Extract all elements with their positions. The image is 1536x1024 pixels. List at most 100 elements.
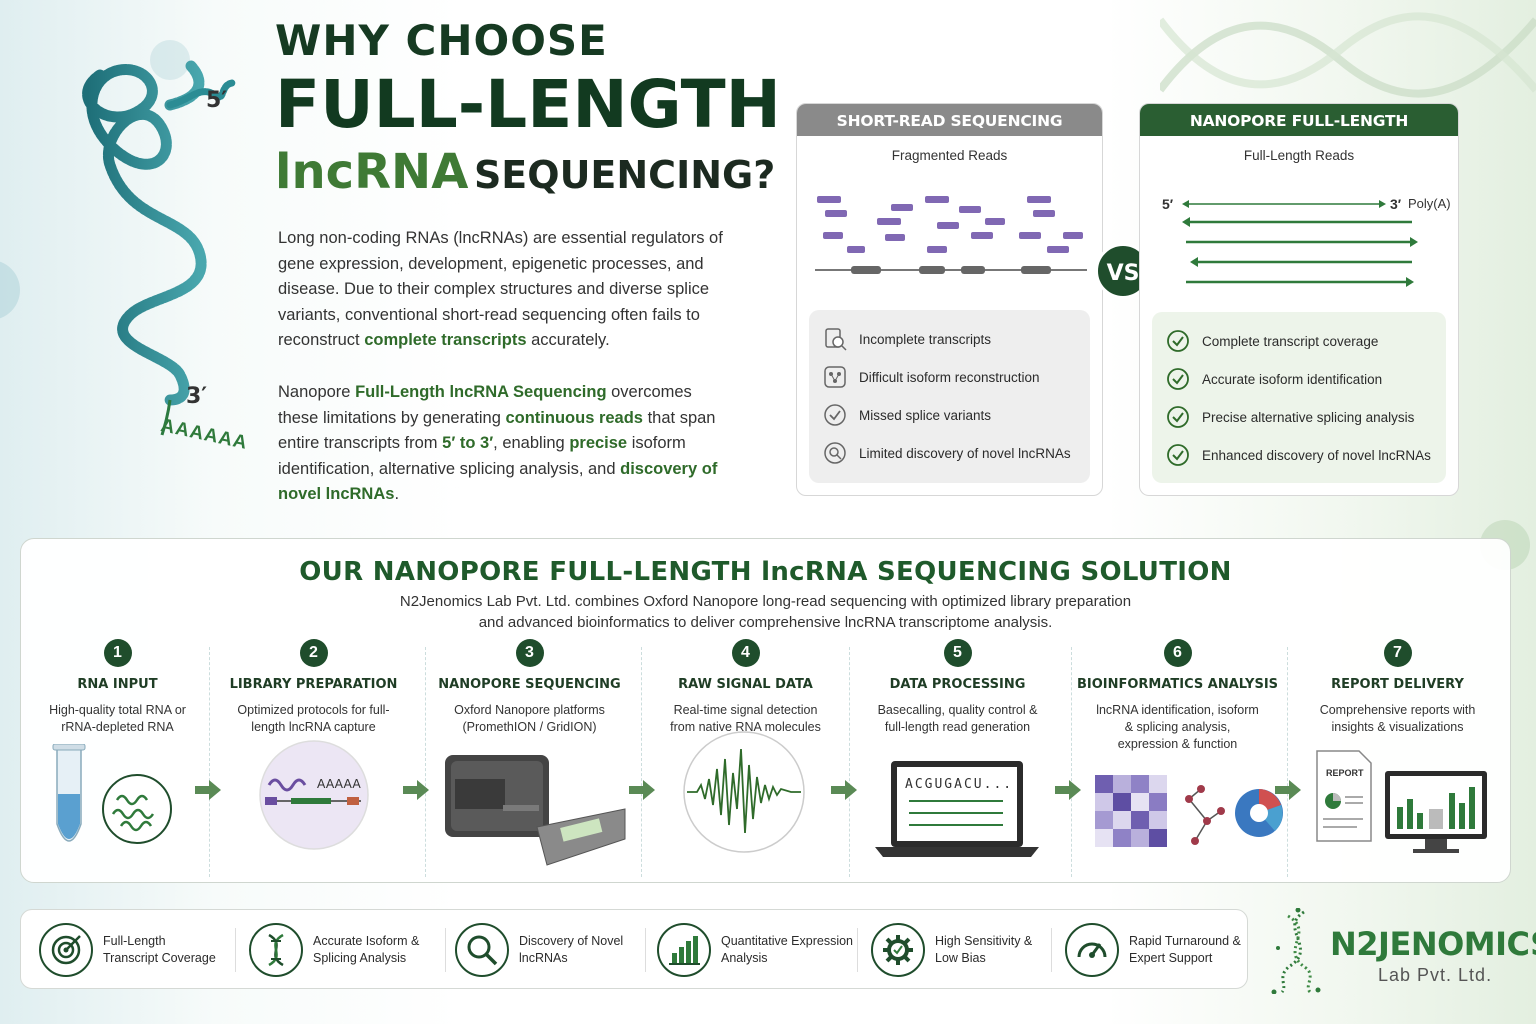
laptop-screen-sequence: ACGUGACU...	[905, 777, 1014, 792]
list-item: Enhanced discovery of novel lncRNAs	[1166, 436, 1432, 474]
magnifier-document-icon	[825, 328, 847, 351]
list-item-label: Precise alternative splicing analysis	[1202, 409, 1415, 425]
feature-label: Quantitative Expression Analysis	[721, 934, 854, 965]
feature-item: Full-Length Transcript Coverage	[39, 923, 216, 977]
step-divider	[425, 647, 426, 877]
feature-divider	[235, 928, 236, 972]
gear-check-icon	[883, 935, 913, 965]
intro-highlight: discovery of novel lncRNAs	[278, 459, 718, 504]
step-number: 1	[103, 639, 132, 667]
step-description: lncRNA identification, isoform & splicin…	[1096, 703, 1259, 751]
step-title: REPORT DELIVERY	[1331, 677, 1464, 692]
target-icon	[51, 935, 81, 965]
fragmented-reads-graphic	[815, 196, 1087, 274]
report-label: REPORT	[1326, 768, 1364, 778]
arrow-right-icon	[831, 780, 857, 800]
intro-text: accurately.	[526, 331, 610, 349]
step-title: RNA INPUT	[77, 677, 158, 692]
brand-subtitle: Lab Pvt. Ltd.	[1378, 965, 1493, 985]
intro-highlight: 5′ to 3′	[442, 434, 494, 452]
feature-item: High Sensitivity & Low Bias	[871, 923, 1032, 977]
feature-item: Rapid Turnaround & Expert Support	[1065, 923, 1241, 977]
hero-title: WHY CHOOSE FULL-LENGTH lncRNA SEQUENCING…	[275, 16, 795, 197]
solution-section: OUR NANOPORE FULL-LENGTH lncRNA SEQUENCI…	[20, 538, 1511, 883]
short-read-limitations-list: Incomplete transcripts Difficult isoform…	[809, 310, 1090, 483]
step-description: Oxford Nanopore platforms (PromethION / …	[454, 703, 605, 734]
intro-text: overcomes these limitations by generatin…	[278, 383, 692, 427]
list-item-label: Enhanced discovery of novel lncRNAs	[1202, 447, 1431, 463]
feature-label: Accurate Isoform & Splicing Analysis	[313, 934, 420, 965]
label-5-prime: 5′	[206, 88, 228, 113]
intro-text: , enabling	[493, 434, 570, 452]
feature-label: Full-Length Transcript Coverage	[103, 934, 216, 965]
feature-label: Rapid Turnaround & Expert Support	[1129, 934, 1241, 965]
workflow-step-7: 7 REPORT DELIVERY Comprehensive reports …	[1295, 639, 1500, 736]
workflow-step-3: 3 NANOPORE SEQUENCING Oxford Nanopore pl…	[427, 639, 632, 736]
feature-divider	[645, 928, 646, 972]
discovery-icon	[824, 442, 846, 464]
solution-desc-line: and advanced bioinformatics to deliver c…	[478, 614, 1053, 631]
feature-item: Quantitative Expression Analysis	[657, 923, 853, 977]
check-circle-icon	[1167, 444, 1189, 466]
step-divider	[1071, 647, 1072, 877]
feature-label: Discovery of Novel lncRNAs	[519, 934, 624, 965]
short-read-subtitle: Fragmented Reads	[891, 148, 1008, 163]
search-icon	[467, 935, 498, 966]
speedometer-icon	[1077, 942, 1107, 958]
intro-text: Nanopore	[278, 383, 356, 401]
list-item: Missed splice variants	[823, 396, 1076, 434]
bar-chart-icon	[669, 936, 700, 965]
check-circle-icon	[824, 404, 846, 426]
intro-highlight: complete transcripts	[364, 331, 527, 349]
step-title: BIOINFORMATICS ANALYSIS	[1076, 677, 1279, 692]
solution-title: OUR NANOPORE FULL-LENGTH lncRNA SEQUENCI…	[299, 557, 1232, 587]
feature-divider	[445, 928, 446, 972]
title-lncrna: lncRNA	[275, 144, 469, 200]
arrow-right-icon	[1275, 780, 1301, 800]
step-title: RAW SIGNAL DATA	[678, 677, 813, 692]
short-read-panel: SHORT-READ SEQUENCING Fragmented Reads I…	[796, 103, 1103, 496]
full-length-reads-graphic	[1182, 200, 1418, 287]
intro-text: .	[394, 485, 400, 503]
step-number: 2	[299, 639, 328, 667]
arrow-right-icon	[629, 780, 655, 800]
feature-divider	[857, 928, 858, 972]
step-number: 3	[515, 639, 544, 667]
step-description: Basecalling, quality control & full-leng…	[877, 703, 1038, 734]
title-sequencing: SEQUENCING?	[473, 153, 776, 197]
workflow-step-4: 4 RAW SIGNAL DATA Real-time signal detec…	[643, 639, 848, 736]
list-item-label: Missed splice variants	[859, 407, 992, 423]
intro-text: Long non-coding RNAs (lncRNAs) are essen…	[278, 229, 723, 349]
features-bar: Full-Length Transcript Coverage Accurate…	[20, 909, 1248, 989]
network-icon	[824, 366, 846, 388]
arrow-right-icon	[195, 780, 221, 800]
laptop-illustration	[875, 761, 1039, 857]
step-divider	[1287, 647, 1288, 877]
library-prep-illustration	[259, 740, 369, 850]
arrow-right-icon	[1055, 780, 1081, 800]
step-title: NANOPORE SEQUENCING	[438, 677, 621, 692]
check-circle-icon	[1167, 406, 1189, 428]
bg-bokeh	[0, 260, 20, 320]
list-item-label: Incomplete transcripts	[859, 331, 992, 347]
nanopore-panel: NANOPORE FULL-LENGTH SEQUENCING Full-Len…	[1139, 103, 1459, 496]
step-title: LIBRARY PREPARATION	[229, 677, 398, 692]
workflow-step-5: 5 DATA PROCESSING Basecalling, quality c…	[855, 639, 1060, 736]
list-item: Difficult isoform reconstruction	[823, 358, 1076, 396]
list-item: Complete transcript coverage	[1166, 322, 1432, 360]
title-line-1: WHY CHOOSE	[275, 16, 608, 65]
intro-highlight: Full-Length lncRNA Sequencing	[355, 383, 607, 401]
list-item-label: Complete transcript coverage	[1202, 333, 1379, 349]
list-item: Accurate isoform identification	[1166, 360, 1432, 398]
short-read-header: SHORT-READ SEQUENCING	[797, 104, 1102, 136]
feature-label: High Sensitivity & Low Bias	[935, 934, 1033, 965]
check-circle-icon	[1167, 368, 1189, 390]
solution-desc-line: N2Jenomics Lab Pvt. Ltd. combines Oxford…	[399, 593, 1132, 610]
step-number: 6	[1163, 639, 1192, 667]
list-item: Precise alternative splicing analysis	[1166, 398, 1432, 436]
step-divider	[641, 647, 642, 877]
read-3-prime-label: 3′	[1390, 196, 1402, 212]
feature-divider	[1051, 928, 1052, 972]
dna-icon	[268, 933, 284, 967]
bioinformatics-illustration	[1095, 775, 1283, 847]
